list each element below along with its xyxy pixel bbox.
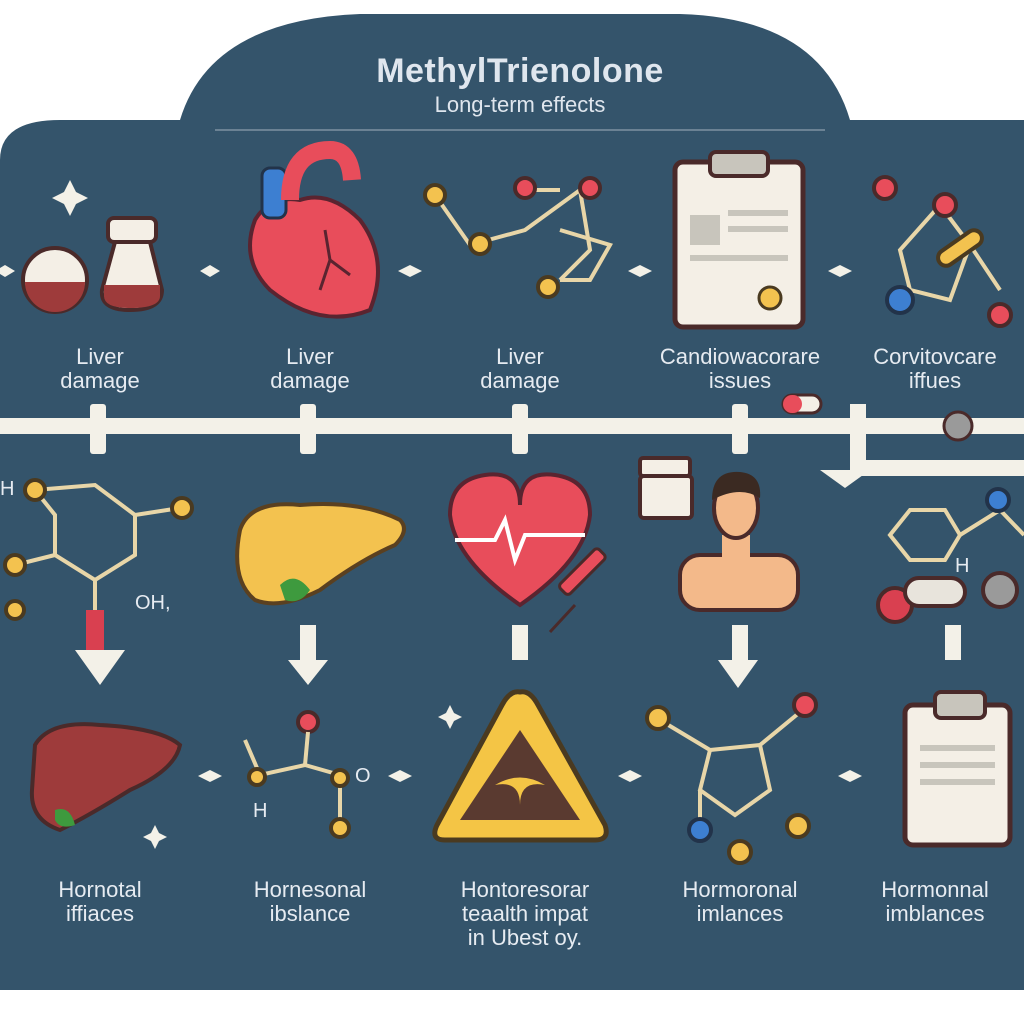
molecule-icon — [645, 692, 818, 865]
arrow-down-icon — [288, 660, 328, 685]
molecule-icon — [876, 487, 1024, 624]
arrow-stem — [945, 625, 961, 660]
pill-icon — [781, 393, 823, 415]
jar-icon — [638, 456, 694, 520]
warning-icon — [432, 689, 609, 843]
arrow-down-icon — [75, 650, 125, 685]
row3-label-2: Hornesonal ibslance — [253, 877, 367, 926]
arrow-stem — [732, 625, 748, 665]
flask-icon — [21, 216, 165, 314]
sparkle-decorations — [0, 180, 862, 849]
person-icon — [678, 471, 800, 612]
row1-label-3: Liver damage — [480, 344, 560, 393]
arrow-stem — [512, 625, 528, 660]
molecule-label-h-left: H — [0, 478, 15, 500]
row1-label-1: Liver damage — [60, 344, 140, 393]
heart-organ-icon — [248, 140, 380, 319]
molecule-icon — [243, 710, 351, 839]
molecule-icon — [872, 175, 1013, 328]
atom-icon — [942, 410, 974, 442]
molecule-label-oh: OH, — [135, 592, 171, 614]
molecule-icon — [3, 478, 194, 650]
row3-label-5: Hormonnal imblances — [881, 877, 989, 926]
clipboard-icon — [672, 150, 806, 330]
timeline — [0, 404, 1024, 488]
row1-label-5: Corvitovcare iffues — [873, 344, 997, 393]
row3-label-3: Hontoresorar teaalth impat in Ubest oy. — [460, 877, 590, 950]
heartbeat-syringe-icon — [447, 472, 607, 634]
molecule-label-h-row3: H — [253, 800, 268, 822]
liver-icon — [235, 502, 406, 606]
liver-icon — [29, 722, 183, 833]
clipboard-icon — [902, 690, 1013, 848]
row1-label-2: Liver damage — [270, 344, 350, 393]
row1-label-4: Candiowacorare issues — [659, 344, 821, 393]
page-title: MethylTrienolone — [376, 52, 664, 90]
page-subtitle: Long-term effects — [434, 92, 606, 117]
arrow-down-icon — [718, 660, 758, 688]
arrow-stem — [300, 625, 316, 665]
row3-label-1: Hornotal iffiaces — [58, 877, 142, 926]
row3-label-4: Hormoronal imlances — [682, 877, 798, 926]
molecule-label-o-row3: O — [355, 765, 371, 787]
molecule-icon — [423, 176, 613, 299]
molecule-label-h-right: H — [955, 555, 970, 577]
